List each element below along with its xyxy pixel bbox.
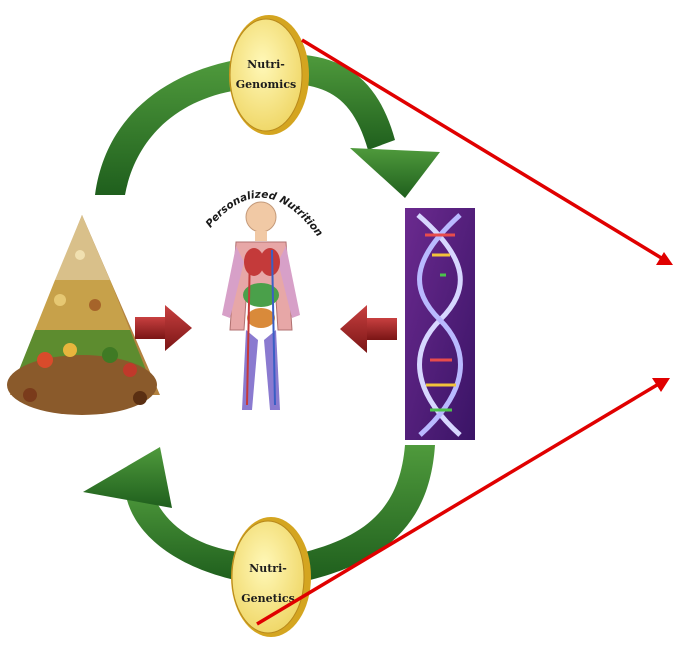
- cycle-arrow-top-right: [305, 55, 440, 198]
- cycle-arrow-top-left: [95, 60, 238, 195]
- nutri-genetics-label-line2: Genetics: [241, 592, 295, 605]
- nutri-genomics-label-line1: Nutri-: [247, 58, 285, 71]
- nutri-genetics-node: Nutri- Genetics: [231, 517, 311, 637]
- food-pyramid-image: [7, 215, 160, 415]
- nutri-genomics-node: Nutri- Genomics: [229, 15, 309, 135]
- nutri-genetics-label-line1: Nutri-: [249, 562, 287, 575]
- dna-helix-image: [405, 208, 475, 440]
- arrow-pyramid-to-body: [135, 305, 192, 351]
- human-body-image: [222, 202, 300, 410]
- cycle-arrow-bottom-right: [305, 445, 435, 580]
- arrow-dna-to-body: [340, 305, 397, 353]
- cycle-arrow-bottom-left: [83, 447, 238, 580]
- nutri-genomics-label-line2: Genomics: [236, 78, 296, 91]
